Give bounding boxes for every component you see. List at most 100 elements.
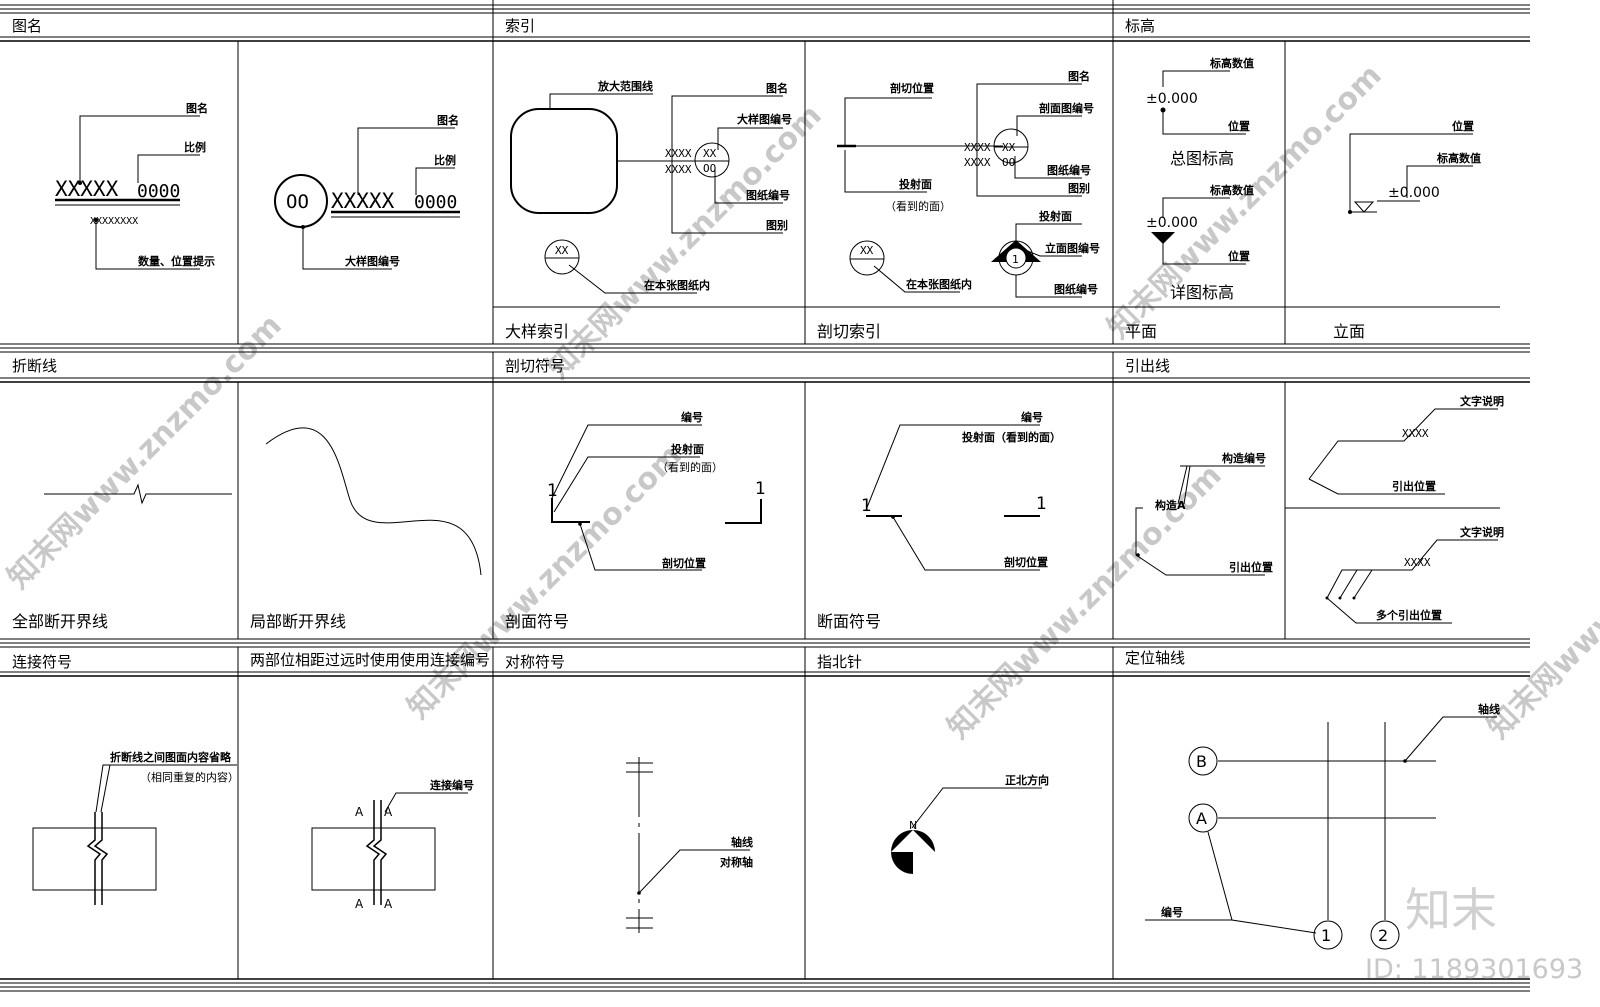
leader-dot — [1338, 596, 1342, 600]
header-duicheng: 对称符号 — [505, 653, 565, 671]
label-zhengbei: 正北方向 — [1005, 773, 1049, 787]
label-kandao: （看到的面） — [885, 199, 951, 213]
label-xxxx: XXXX — [1402, 427, 1429, 440]
cell-leader-b: 文字说明 XXXX 引出位置 文字说明 XXXX 多个引出位置 — [1308, 394, 1504, 624]
label-bianhao: 编号 — [681, 410, 703, 424]
label-tuming: 图名 — [766, 81, 788, 95]
label-elev: ±0.000 — [1388, 185, 1440, 201]
label-duoge: 多个引出位置 — [1376, 608, 1442, 622]
label-limiantu-bh: 立面图编号 — [1045, 241, 1100, 255]
label-biaogao-sz: 标高数值 — [1436, 151, 1481, 165]
label-c1: 1 — [1321, 926, 1331, 945]
leader-dot — [578, 522, 582, 526]
label-xiangtu: 详图标高 — [1170, 283, 1234, 302]
label-scale: 0000 — [137, 181, 180, 202]
watermark-text: 知末网www.znzmo.com — [541, 98, 829, 386]
break-line — [44, 483, 232, 505]
label-biaogao-sz: 标高数值 — [1209, 56, 1254, 70]
label-one: 1 — [1012, 253, 1019, 266]
header-tuming: 图名 — [12, 17, 42, 35]
label-bili: 比例 — [434, 153, 456, 167]
label-bili: 比例 — [184, 140, 206, 154]
leader-dot — [1325, 596, 1329, 600]
elevation-triangle — [1151, 232, 1175, 244]
cell-title-symbol: 图名 比例 XXXXX 0000 XXXXXXXX 数量、位置提示 — [55, 101, 215, 270]
header-zheduan: 折断线 — [12, 357, 57, 375]
cell-partial-break — [265, 427, 482, 576]
caption-pouqie-suoyin: 剖切索引 — [817, 322, 881, 341]
label-oo: OO — [1002, 156, 1015, 169]
north-pointer — [891, 830, 935, 852]
leader-dot — [78, 181, 82, 185]
label-xxxxx: XXXXX — [331, 189, 395, 213]
leader-dot — [1348, 210, 1352, 214]
header-yinchu: 引出线 — [1125, 357, 1170, 375]
label-one: 1 — [547, 481, 558, 501]
header-biaogao: 标高 — [1125, 17, 1155, 35]
cell-cut-symbol: 1 1 编号 投射面（看到的面） 剖切位置 — [861, 410, 1061, 571]
partial-break-curve — [265, 427, 482, 576]
label-tuzhi-bh: 图纸编号 — [746, 188, 790, 202]
label-xxxx: XXXX — [665, 147, 692, 160]
cell-symmetry-symbol: 轴线 对称轴 — [626, 757, 753, 933]
label-xxxx: XXXX — [665, 163, 692, 176]
captions: 大样索引 剖切索引 平面 立面 全部断开界线 局部断开界线 剖面符号 断面符号 — [12, 322, 1365, 631]
label-pouqie-wz: 剖切位置 — [890, 81, 934, 95]
label-bianhao: 编号 — [1021, 410, 1043, 424]
cell-connect-symbol: 折断线之间图面内容省略 （相同重复的内容） — [32, 750, 239, 905]
label-oo: OO — [703, 162, 716, 175]
label-b: B — [1196, 752, 1207, 771]
leader-dot — [1136, 553, 1140, 557]
label-tuming: 图名 — [437, 113, 459, 127]
label-xx: XX — [1002, 141, 1016, 154]
label-xiangtong: （相同重复的内容） — [140, 770, 239, 784]
leader-dot — [891, 515, 895, 519]
label-a: A — [1196, 809, 1207, 828]
label-a: A — [384, 805, 393, 819]
cell-detail-index: 放大范围线 图名 大样图编号 XXXX XXXX XX OO 图纸编号 图别 X… — [510, 79, 792, 294]
caption-dayang: 大样索引 — [505, 322, 569, 341]
image-id: ID: 1189301693 — [1365, 954, 1583, 985]
label-a: A — [355, 897, 364, 911]
label-duichengzhou: 对称轴 — [720, 855, 753, 869]
watermark-text: 知末网www.znzmo.com — [401, 438, 689, 726]
label-one: 1 — [1036, 494, 1047, 514]
label-kandao: （看到的面） — [657, 460, 723, 474]
label-tuzhi-bh: 图纸编号 — [1047, 163, 1091, 177]
compass-quadrant — [913, 852, 935, 874]
label-xxxx: XXXX — [1404, 556, 1431, 569]
label-zongtu: 总图标高 — [1170, 149, 1234, 168]
label-yinchu-wz: 引出位置 — [1392, 479, 1436, 493]
label-xx: XX — [703, 147, 717, 160]
label-yinchu-wz: 引出位置 — [1229, 560, 1273, 574]
caption-duanmian: 断面符号 — [817, 612, 881, 631]
label-poumiantu-bh: 剖面图编号 — [1039, 101, 1094, 115]
label-scale: 0000 — [414, 192, 457, 213]
label-xsmall: XXXXXXXX — [90, 216, 138, 227]
label-gouzao-a: 构造A — [1155, 498, 1186, 512]
cell-section-index: 剖切位置 图名 剖面图编号 XXXX XXXX XX OO 图纸编号 图别 投射… — [837, 69, 1100, 298]
leader-dot — [637, 891, 641, 895]
label-a: A — [355, 805, 364, 819]
label-weizhi: 位置 — [1228, 119, 1250, 133]
brand-watermark: 知末 ID: 1189301693 — [1365, 883, 1583, 985]
label-a: A — [384, 897, 393, 911]
label-pouqie-wz: 剖切位置 — [662, 556, 706, 570]
label-toushe: 投射面 — [1039, 209, 1072, 223]
label-biaogao-sz: 标高数值 — [1209, 183, 1254, 197]
label-dayangtu-bh: 大样图编号 — [737, 112, 792, 126]
label-wenzi: 文字说明 — [1460, 394, 1504, 408]
compass-shade — [891, 852, 913, 874]
brand-logo: 知末 — [1405, 883, 1497, 937]
header-suoyin: 索引 — [505, 17, 535, 35]
label-tuming: 图名 — [186, 101, 208, 115]
label-elev: ±0.000 — [1146, 91, 1198, 107]
label-xxxx: XXXX — [964, 156, 991, 169]
label-elev: ±0.000 — [1146, 215, 1198, 231]
label-lianjie-bh: 连接编号 — [430, 778, 474, 792]
label-tubie: 图别 — [1068, 181, 1090, 195]
cell-elevation-plan: 标高数值 ±0.000 位置 总图标高 标高数值 ±0.000 位置 详图标高 — [1146, 56, 1254, 302]
grid-lines — [0, 0, 1530, 992]
caption-poumian: 剖面符号 — [505, 612, 569, 631]
cell-elevation-facade: 位置 标高数值 ±0.000 — [1348, 119, 1481, 214]
